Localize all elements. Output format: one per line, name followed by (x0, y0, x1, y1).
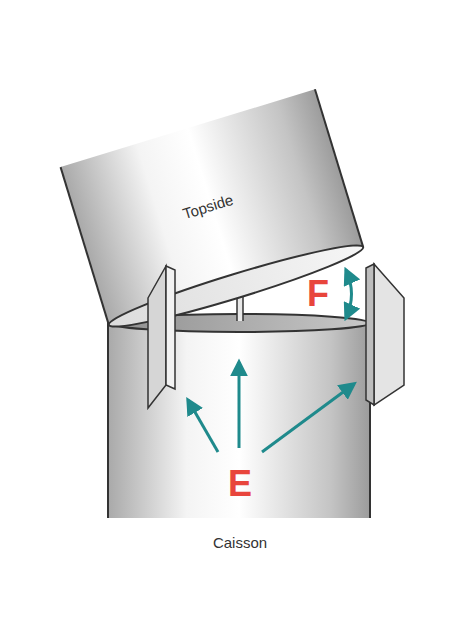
callout-letter: E (228, 466, 252, 502)
guide-plate (148, 266, 175, 408)
support-post (237, 296, 243, 321)
load-arrows (188, 270, 354, 452)
gap-arrow (346, 270, 352, 318)
guide-plate (366, 264, 404, 405)
callout-letter: F (307, 276, 329, 312)
caisson-box: Caisson (207, 531, 273, 554)
node-label: Caisson (213, 534, 267, 551)
topside-cylinder (61, 89, 367, 336)
